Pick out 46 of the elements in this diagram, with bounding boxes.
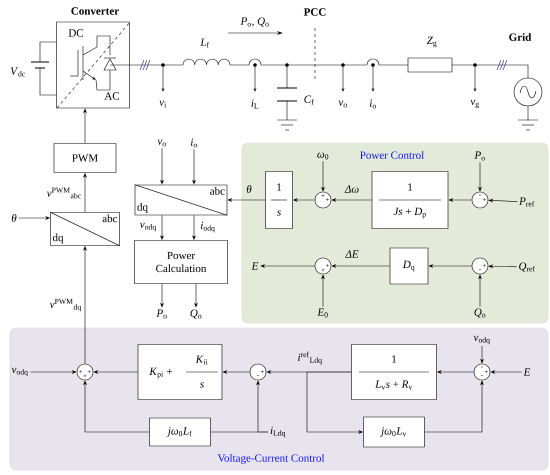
signal-label: θ	[12, 214, 16, 222]
signal-label: i$_{L}$	[251, 100, 258, 108]
signal-label: E	[524, 368, 530, 376]
signal-label: Q$_{o}$	[474, 308, 486, 318]
signal-label: v$_{o}$	[338, 100, 347, 108]
transfer-function-block: 1 L$_{v}$s + R$_{v}$	[351, 344, 437, 400]
transfer-function-block: 1 Js + D$_{p}$	[372, 171, 448, 229]
heading: Grid	[509, 33, 532, 41]
converter-box: Converter DC AC	[56, 7, 130, 108]
signal-label: P$_{o}$, Q$_{o}$	[240, 17, 269, 27]
signal-label: v$_{o}$	[158, 140, 166, 146]
signal-label: i$_{Ldq}$	[270, 426, 286, 438]
signal-label: P$_{o}$	[156, 310, 167, 318]
signal-label: Z$_{g}$	[426, 36, 437, 48]
gain-block: jω$_{0}$L$_{v}$	[363, 416, 425, 448]
transform-block: dq abc	[134, 184, 228, 216]
signal-label: L$_{f}$	[200, 38, 210, 48]
transfer-function-block: K$_{pi}$ + K$_{ii}$ s	[138, 344, 222, 400]
signal-label: v$_{odq}$	[474, 336, 490, 344]
signal-label: i$_{o}$	[370, 100, 376, 108]
signal-label: ΔE	[345, 250, 358, 258]
signal-label: E	[252, 262, 258, 270]
signal-label: i$_{o}$	[190, 138, 197, 148]
signal-label: V$_{dc}$	[10, 68, 26, 76]
signal-label: v$_{odq}$	[140, 222, 156, 232]
calculation-block: Power Calculation	[134, 240, 228, 284]
heading: PCC	[304, 8, 326, 16]
signal-label: v$_{odq}$	[12, 368, 28, 376]
signal-label: ω$_{0}$	[317, 152, 328, 160]
signal-label: v$_{i}$	[159, 100, 166, 108]
signal-label: Δω	[344, 185, 359, 193]
signal-label: v$_{g}$	[470, 100, 479, 108]
signal-label: E$_{0}$	[317, 308, 328, 318]
transform-block: dq abc	[50, 212, 120, 246]
transfer-function-block: 1 s	[265, 171, 293, 229]
signal-label: C$_{f}$	[304, 96, 314, 104]
pwm-block: PWM	[54, 143, 116, 173]
gain-block: D$_{q}$	[390, 248, 428, 284]
signal-label: P$_{o}$	[474, 152, 485, 160]
signal-label: P$_{ref}$	[519, 198, 534, 206]
signal-label: θ	[246, 185, 252, 193]
node-label: Converter	[71, 7, 119, 15]
signal-label: Q$_{o}$	[190, 309, 202, 319]
gain-block: jω$_{0}$L$_{f}$	[149, 418, 211, 446]
signal-label: i$_{odq}$	[200, 222, 215, 232]
signal-label: Q$_{ref}$	[519, 262, 535, 272]
